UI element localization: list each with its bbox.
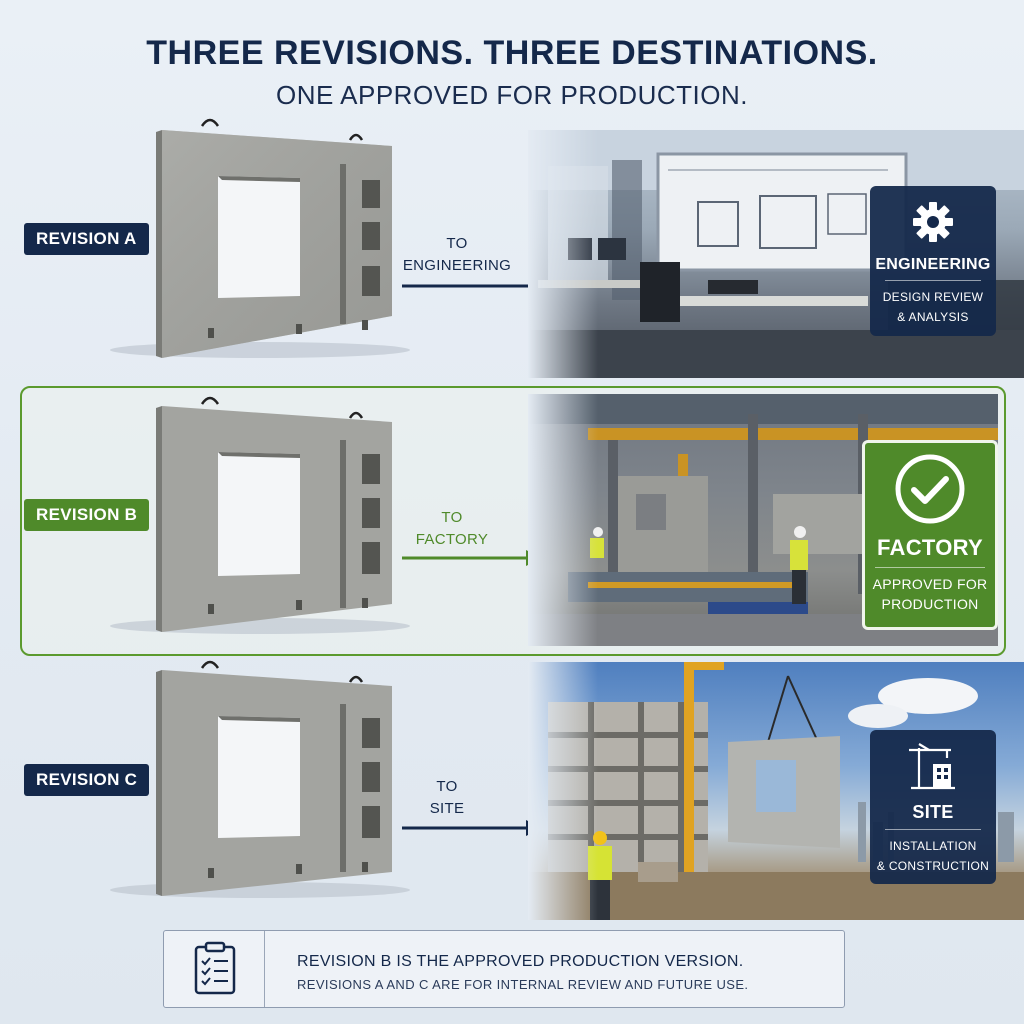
factory-card-title: FACTORY [877,535,983,560]
factory-card-desc-1: APPROVED FOR [872,576,988,592]
revision-c-badge: REVISION C [24,764,150,796]
arrow-right-icon [402,278,544,294]
arrow-label-site: TO SITE [429,778,465,817]
clipboard-checklist-icon [194,941,236,995]
card-divider [875,567,985,568]
engineering-destination-card: ENGINEERING DESIGN REVIEW & ANALYSIS [870,186,996,336]
arrow-right-icon [402,550,542,566]
note-divider [264,931,265,1007]
revision-a-badge: REVISION A [24,223,149,255]
revision-a-panel-image [110,118,410,358]
revision-b-badge: REVISION B [24,499,150,531]
arrow-label-engineering: TO ENGINEERING [402,235,512,274]
card-divider [885,280,981,281]
arrow-label-factory: TO FACTORY [415,509,489,548]
page-subtitle: ONE APPROVED FOR PRODUCTION. [276,80,748,110]
construction-site-scene: SITE INSTALLATION & CONSTRUCTION [528,662,1024,920]
approval-note-box: REVISION B IS THE APPROVED PRODUCTION VE… [163,930,845,1008]
crane-building-icon [909,743,955,790]
factory-card-desc-2: PRODUCTION [881,596,979,612]
card-divider [885,829,981,830]
site-card-desc-2: & CONSTRUCTION [876,859,990,873]
gear-icon [913,202,953,242]
site-card-title: SITE [912,802,954,822]
site-destination-card: SITE INSTALLATION & CONSTRUCTION [870,730,996,884]
engineering-card-desc-1: DESIGN REVIEW [882,290,984,304]
page-title: THREE REVISIONS. THREE DESTINATIONS. [146,34,878,72]
engineering-card-desc-2: & ANALYSIS [897,310,969,324]
note-primary-text: REVISION B IS THE APPROVED PRODUCTION VE… [297,953,744,970]
factory-destination-card: FACTORY APPROVED FOR PRODUCTION [862,440,998,630]
factory-floor-scene: FACTORY APPROVED FOR PRODUCTION [528,394,998,646]
arrow-right-icon [402,820,542,836]
engineering-card-title: ENGINEERING [875,256,991,273]
check-circle-icon [895,454,965,524]
revision-b-panel-image [110,396,410,634]
engineering-office-scene: ENGINEERING DESIGN REVIEW & ANALYSIS [528,130,1024,378]
site-card-desc-1: INSTALLATION [889,839,977,853]
revision-c-panel-image [110,660,410,898]
note-secondary-text: REVISIONS A AND C ARE FOR INTERNAL REVIE… [297,977,749,992]
